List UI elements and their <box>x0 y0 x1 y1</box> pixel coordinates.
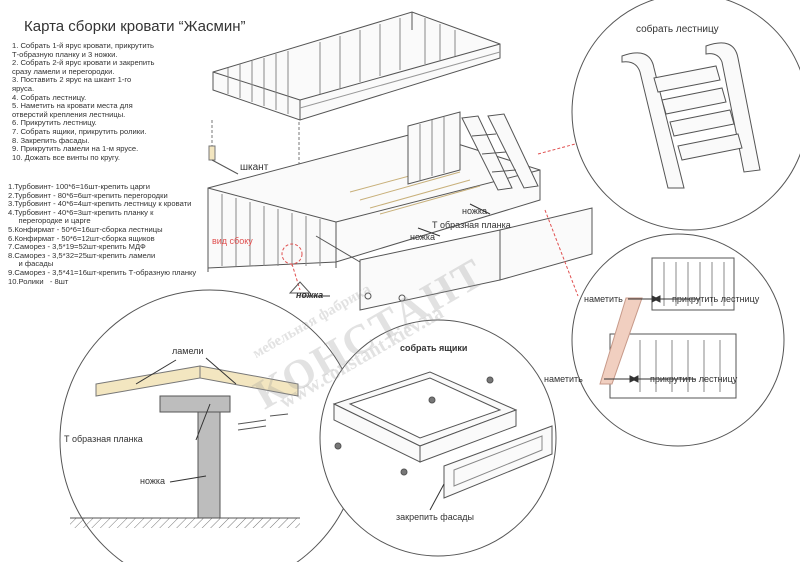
part-line: 6.Конфирмат - 50*6=12шт-сборка ящиков <box>8 233 155 243</box>
part-line: 2.Турбовинт - 80*6=6шт-крепить перегород… <box>8 190 168 200</box>
detail-circle-ladder <box>571 0 800 231</box>
label-assemble-drawers: собрать ящики <box>400 343 468 353</box>
step-line: 2. Собрать 2-й ярус кровати и закрепить <box>12 58 155 68</box>
fasteners-list: 1.Турбовинт- 100*6=16шт-крепить царги 2.… <box>8 182 308 286</box>
part-line: 8.Саморез - 3,5*32=25шт-крепить ламели <box>8 250 156 260</box>
part-line: 9.Саморез - 3,5*41=16шт-крепить Т-образн… <box>8 267 197 277</box>
label-leg-mid: ножка <box>410 232 436 242</box>
step-line: 1. Собрать 1-й ярус кровати, прикрутить <box>12 41 154 50</box>
step-line: 6. Прикрутить лестницу. <box>12 118 97 128</box>
assembly-steps: 1. Собрать 1-й ярус кровати, прикрутить … <box>12 41 212 162</box>
part-line: перегородке и царге <box>8 216 91 226</box>
part-line: 10.Ролики - 8шт <box>8 276 69 286</box>
label-leg-left: ножка <box>296 290 324 300</box>
page-title: Карта сборки кровати “Жасмин” <box>24 18 246 35</box>
label-mark-2: наметить <box>544 374 583 384</box>
label-attach-fronts: закрепить фасады <box>396 512 474 522</box>
label-dowel: шкант <box>240 162 269 173</box>
part-line: 3.Турбовинт - 40*6=4шт-крепить лестницу … <box>8 199 192 209</box>
label-screw-ladder-1: прикрутить лестницу <box>672 294 760 304</box>
label-screw-ladder-2: прикрутить лестницу <box>650 374 738 384</box>
label-assemble-ladder: собрать лестницу <box>636 24 719 35</box>
label-tbar-detail: Т образная планка <box>64 434 143 444</box>
step-line: 5. Наметить на кровати места для <box>12 101 133 111</box>
part-line: 5.Конфирмат - 50*6=16шт-сборка лестницы <box>8 224 163 234</box>
detail-circle-drawers <box>319 319 557 557</box>
label-leg-top: ножка <box>462 206 488 216</box>
part-line: и фасады <box>8 259 54 269</box>
part-line: 4.Турбовинт - 40*6=3шт-крепить планку к <box>8 207 154 217</box>
part-line: 1.Турбовинт- 100*6=16шт-крепить царги <box>8 182 150 191</box>
label-mark-1: наметить <box>584 294 623 304</box>
step-line: яруса. <box>12 83 35 93</box>
detail-circle-tbar <box>59 289 361 562</box>
step-line: Т-образную планку и 3 ножки. <box>12 49 118 59</box>
label-slats: ламели <box>172 346 204 356</box>
upper-bunk-frame <box>212 11 501 121</box>
step-line: 9. Прикрутить ламели на 1-м ярусе. <box>12 144 139 154</box>
side-view-marker <box>281 243 303 291</box>
step-line: сразу ламели и перегородки. <box>12 66 115 76</box>
drawers-main <box>359 207 593 311</box>
step-line: 3. Поставить 2 ярус на шкант 1-го <box>12 75 132 85</box>
label-leg-detail: ножка <box>140 476 166 486</box>
step-line: отверстий крепления лестницы. <box>12 109 126 119</box>
label-tbar-top: Т образная планка <box>432 220 511 230</box>
detail-circle-bed-side <box>571 233 785 447</box>
step-line: 7. Собрать ящики, прикрутить ролики. <box>12 126 147 136</box>
ladder-side-view <box>461 113 539 191</box>
part-line: 7.Саморез - 3,5*19=52шт-крепить МДФ <box>8 242 146 252</box>
step-line: 4. Собрать лестницу. <box>12 92 87 102</box>
headboard-panel <box>407 111 461 185</box>
step-line: 8. Закрепить фасады. <box>12 135 90 145</box>
label-side-view: вид сбоку <box>212 236 253 246</box>
step-line: 10. Дожать все винты по кругу. <box>12 152 120 162</box>
